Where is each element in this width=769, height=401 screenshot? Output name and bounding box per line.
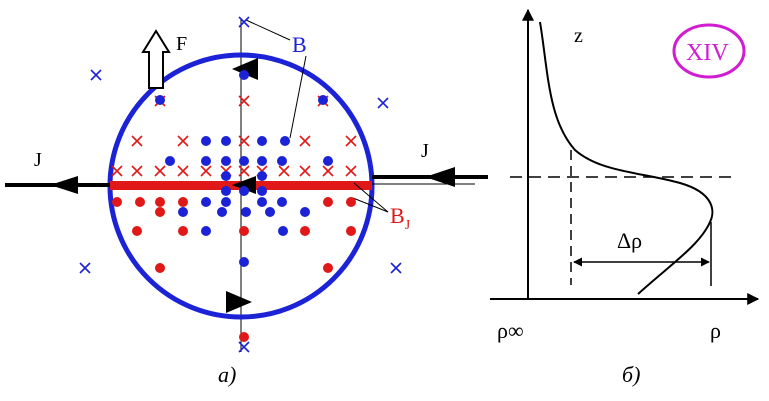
badge-label: XIV xyxy=(686,40,729,66)
arrow-center xyxy=(232,176,256,194)
cross-mark xyxy=(238,135,250,147)
label-rho-inf: ρ∞ xyxy=(497,318,524,343)
dot-mark xyxy=(239,70,249,80)
dot-mark xyxy=(155,95,165,105)
cross-mark xyxy=(299,165,311,177)
dot-mark xyxy=(221,186,231,196)
pointer-B-top xyxy=(245,19,291,41)
dot-mark xyxy=(221,136,231,146)
dot-mark xyxy=(300,207,310,217)
dot-mark xyxy=(277,197,287,207)
dot-mark xyxy=(201,136,211,146)
dot-mark xyxy=(239,257,249,267)
dot-mark xyxy=(257,186,267,196)
dot-mark xyxy=(221,197,231,207)
label-B: B xyxy=(292,32,307,57)
density-profile-curve xyxy=(539,21,714,295)
dot-mark xyxy=(323,197,333,207)
cross-mark xyxy=(299,135,311,147)
dot-mark xyxy=(257,136,267,146)
label-rho: ρ xyxy=(710,318,721,343)
dot-mark xyxy=(257,197,267,207)
dot-mark xyxy=(277,156,287,166)
label-J-right: J xyxy=(421,140,429,162)
dot-mark xyxy=(257,156,267,166)
dot-mark xyxy=(165,156,175,166)
cross-mark xyxy=(390,262,402,274)
cross-mark xyxy=(377,97,389,109)
label-J-left: J xyxy=(34,149,42,171)
dot-mark xyxy=(201,197,211,207)
cross-mark xyxy=(238,341,250,353)
cross-mark xyxy=(238,95,250,107)
dot-mark xyxy=(135,197,145,207)
cross-mark xyxy=(154,165,166,177)
label-z: z xyxy=(574,25,583,47)
badge-ellipse xyxy=(672,23,746,79)
dot-mark xyxy=(221,156,231,166)
cross-mark xyxy=(200,165,212,177)
arrow-circle-bottom xyxy=(226,291,252,313)
blue-dot-marks xyxy=(155,70,333,267)
cross-mark xyxy=(177,135,189,147)
cross-mark xyxy=(79,262,91,274)
cross-mark xyxy=(345,165,357,177)
label-BJ: BJ xyxy=(390,203,411,233)
dot-mark xyxy=(241,207,251,217)
cross-mark xyxy=(238,165,250,177)
dot-mark xyxy=(257,171,267,181)
dot-mark xyxy=(178,197,188,207)
dot-mark xyxy=(323,263,333,273)
red-cross-marks xyxy=(111,95,357,177)
arrow-circle-top xyxy=(232,58,258,80)
dot-mark xyxy=(346,226,356,236)
panel-a: F B J J BJ а) xyxy=(5,16,488,387)
dot-mark xyxy=(112,197,122,207)
arrow-wire-right xyxy=(425,167,455,187)
cross-mark xyxy=(131,135,143,147)
dot-mark xyxy=(155,197,165,207)
dot-mark xyxy=(278,226,288,236)
label-F: F xyxy=(176,33,187,55)
cross-mark xyxy=(131,165,143,177)
blue-cross-marks xyxy=(79,16,402,353)
red-dot-marks xyxy=(112,197,356,342)
caption-b: б) xyxy=(622,362,640,387)
pointer-BJ-2 xyxy=(352,197,389,213)
dot-mark xyxy=(318,95,328,105)
label-delta-rho: Δρ xyxy=(617,228,642,253)
dot-mark xyxy=(346,197,356,207)
force-arrow xyxy=(141,29,171,89)
dot-mark xyxy=(155,263,165,273)
dot-mark xyxy=(265,207,275,217)
dot-mark xyxy=(221,171,231,181)
cross-mark xyxy=(322,165,334,177)
cross-mark xyxy=(111,165,123,177)
arrow-wire-left xyxy=(50,176,78,194)
dot-mark xyxy=(239,226,249,236)
dot-mark xyxy=(239,186,249,196)
pointer-BJ-1 xyxy=(353,182,389,213)
panel-b: Δρ z ρ∞ ρ XIV б) xyxy=(490,8,760,387)
dot-mark xyxy=(155,207,165,217)
cross-mark xyxy=(345,135,357,147)
dot-mark xyxy=(178,207,188,217)
dot-mark xyxy=(300,226,310,236)
dot-mark xyxy=(132,226,142,236)
dot-mark xyxy=(178,226,188,236)
dot-mark xyxy=(201,226,211,236)
dot-mark xyxy=(280,136,290,146)
dot-mark xyxy=(239,156,249,166)
cross-mark xyxy=(278,165,290,177)
dot-mark xyxy=(239,332,249,342)
cross-mark xyxy=(90,69,102,81)
dot-mark xyxy=(201,156,211,166)
cross-mark xyxy=(238,16,250,28)
cross-mark xyxy=(177,165,189,177)
pointer-B-bottom xyxy=(289,55,307,139)
dot-mark xyxy=(217,207,227,217)
caption-a: а) xyxy=(218,362,236,387)
dot-mark xyxy=(323,156,333,166)
